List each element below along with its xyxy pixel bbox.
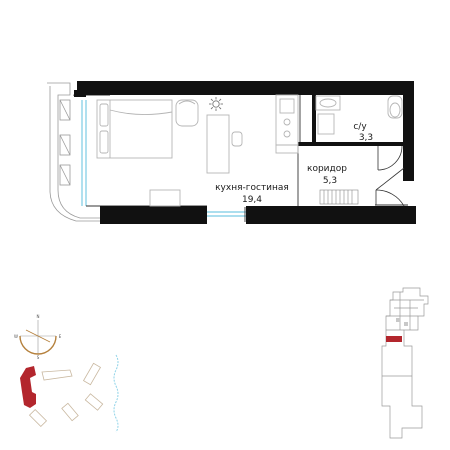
living-room-name: кухня-гостиная (215, 183, 289, 193)
river-line (113, 354, 119, 433)
building-key-plan (381, 287, 429, 439)
kitchen-counter (275, 94, 299, 154)
bathroom-fixtures (315, 95, 403, 135)
balcony (47, 82, 100, 222)
site-map (20, 354, 119, 433)
desk (206, 114, 230, 174)
compass-west-label: W (14, 334, 18, 339)
chair (231, 131, 243, 147)
windows (81, 100, 246, 217)
corridor-shelf (319, 189, 359, 205)
living-room-area: 19,4 (242, 195, 262, 205)
corridor-name: коридор (307, 164, 347, 174)
bathroom-area: 3,3 (359, 133, 373, 143)
lamp-icon (209, 97, 223, 111)
walls (74, 81, 416, 224)
furniture (96, 94, 403, 207)
bathroom-name: с/у (353, 122, 367, 132)
highlighted-unit-marker (386, 336, 402, 342)
compass-east-label: E (59, 334, 62, 339)
tv-stand (149, 189, 181, 207)
bathroom-door (377, 145, 403, 171)
highlighted-building (20, 366, 36, 408)
compass-north-label: N (37, 314, 40, 319)
other-buildings (28, 362, 104, 428)
armchair (175, 99, 199, 127)
bed (96, 99, 173, 159)
corridor-area: 5,3 (323, 176, 337, 186)
apartment-plan: с/у 3,3 коридор 5,3 кухня-гостиная 19,4 (47, 81, 416, 224)
entrance-door (375, 167, 405, 207)
compass: N S W E (14, 314, 62, 360)
compass-south-label: S (37, 355, 40, 360)
